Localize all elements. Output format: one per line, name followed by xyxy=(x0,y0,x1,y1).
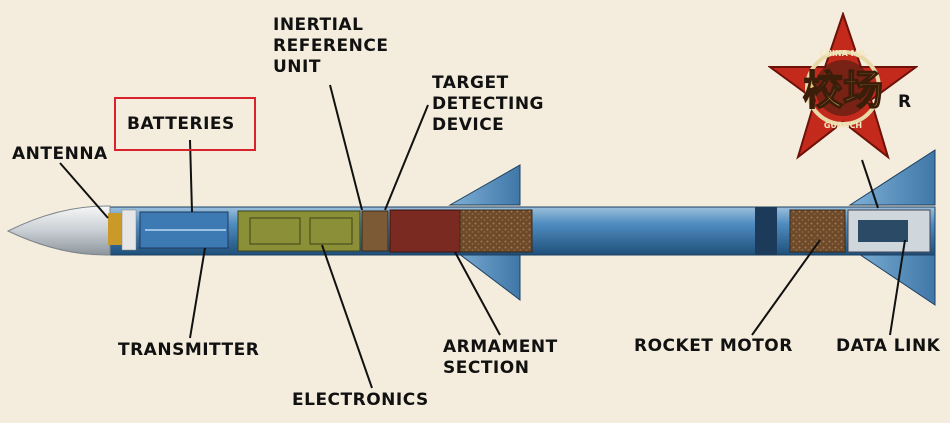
body-band xyxy=(755,207,777,255)
watermark-ring-top: CHINA MIL xyxy=(819,49,866,58)
antenna-part xyxy=(108,213,122,245)
inertial-unit-section xyxy=(362,211,388,251)
label-armament-section: ARMAMENT SECTION xyxy=(443,337,558,379)
nose-cone xyxy=(8,206,110,255)
label-antenna: ANTENNA xyxy=(12,144,108,165)
label-electronics: ELECTRONICS xyxy=(292,390,429,411)
watermark-ring-bottom: GUANCH xyxy=(824,121,862,130)
label-data-link: DATA LINK xyxy=(836,336,940,357)
electronics-section xyxy=(238,211,360,251)
rocket-motor-section xyxy=(790,210,845,252)
armament-section xyxy=(390,210,460,252)
label-target-detecting-device: TARGET DETECTING DEVICE xyxy=(432,73,544,136)
label-transmitter: TRANSMITTER xyxy=(118,340,259,361)
watermark-star-logo: CHINA MIL GUANCH 校场 xyxy=(768,12,918,162)
forward-fin-top xyxy=(450,165,520,205)
label-batteries: BATTERIES xyxy=(127,114,235,135)
watermark-glyphs: 校场 xyxy=(803,68,883,114)
tail-fin-bottom xyxy=(850,248,935,305)
label-inertial-reference-unit: INERTIAL REFERENCE UNIT xyxy=(273,15,388,78)
label-rocket-motor: ROCKET MOTOR xyxy=(634,336,793,357)
